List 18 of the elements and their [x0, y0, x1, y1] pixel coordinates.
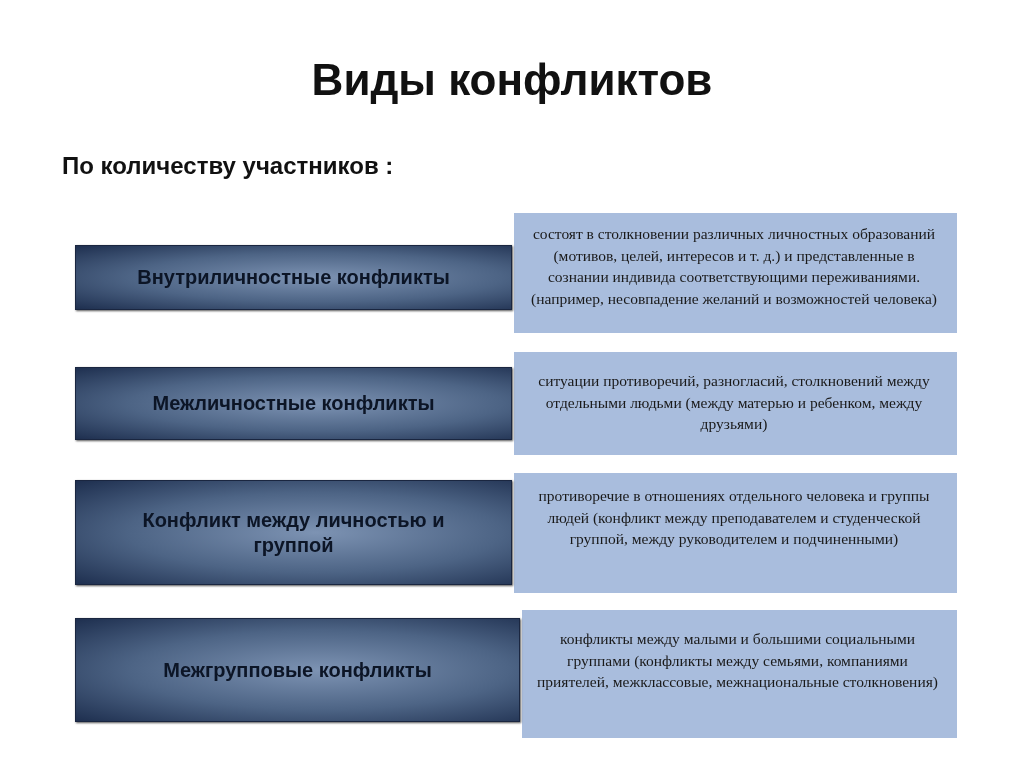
- description-text: конфликты между малыми и большими социальными группами (конфликты между семьями, компаниями приятелей, межклассовые, межнациональные столкновения): [536, 629, 939, 693]
- description-text: противоречие в отношениях отдельного человека и группы людей (конфликт между преподавателем и студенческой группой, между руководителем и подчиненными): [537, 486, 931, 550]
- description-panel: [514, 473, 957, 593]
- conflict-type-box: [75, 245, 512, 310]
- description-text: ситуации противоречий, разногласий, столкновений между отдельными людьми (между матерью и ребенком, между друзьями): [537, 371, 931, 435]
- conflict-type-box: [75, 480, 512, 585]
- description-panel: [514, 213, 957, 333]
- conflict-type-box: [75, 367, 512, 440]
- conflict-type-label: Межличностные конфликты: [151, 391, 436, 416]
- description-panel: [522, 610, 957, 738]
- conflict-type-label: Межгрупповые конфликты: [162, 657, 433, 683]
- subtitle: По количеству участников :: [62, 152, 394, 180]
- conflict-type-label: Внутриличностные конфликты: [136, 265, 451, 290]
- description-panel: [514, 352, 957, 455]
- conflict-type-box: [75, 618, 520, 722]
- description-text: состоят в столкновении различных личностных образований (мотивов, целей, интересов и т. д.) и представленные в сознании индивида соответствующими переживаниями. (например, несовпадение желаний и возможностей человека): [530, 224, 938, 310]
- conflict-type-label: Конфликт между личностью и группой: [141, 507, 446, 558]
- title: Виды конфликтов: [310, 55, 714, 105]
